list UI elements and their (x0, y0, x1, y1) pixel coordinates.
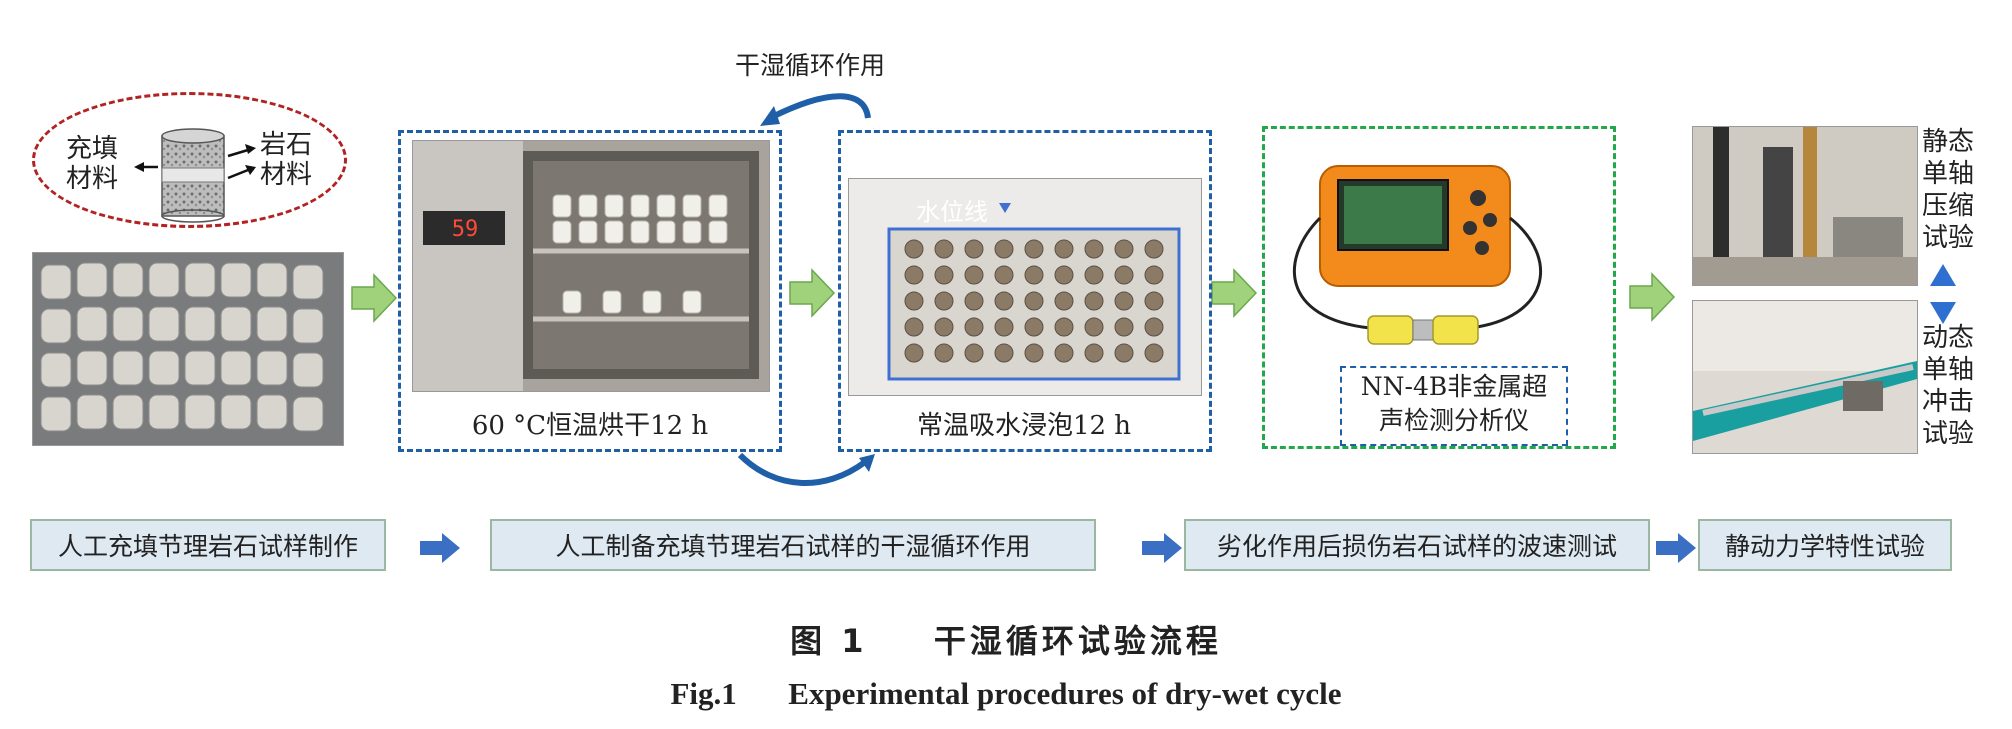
figure-caption-cn: 图 1 干湿循环试验流程 (0, 616, 2012, 662)
ultrasonic-caption-box (1340, 366, 1568, 446)
figure-number-cn: 图 1 (790, 622, 868, 660)
soak-caption: 常温吸水浸泡12 h (916, 411, 1132, 441)
figure-title-cn: 干湿循环试验流程 (933, 622, 1222, 660)
flow-arrow-3 (1211, 268, 1258, 318)
water-line-label: 水位线 (916, 198, 988, 226)
ultrasonic-dashed-box (1262, 126, 1616, 449)
flow-arrow-2 (789, 268, 836, 318)
materials-ellipse (32, 92, 347, 228)
oven-caption: 60 °C恒温烘干12 h (471, 411, 709, 441)
oven-display-reading: 59 (452, 217, 479, 242)
loop-arrow-bottom (737, 452, 875, 486)
loop-arrow-top (760, 93, 871, 126)
dynamic-test-label: 动态 单轴 冲击 试验 (1922, 323, 1975, 449)
dynamic-test-photo (1692, 300, 1918, 454)
flow-arrow-4 (1629, 272, 1676, 322)
specimen-cylinder-icon (161, 128, 225, 223)
bidirectional-arrow (1930, 264, 1956, 324)
filler-material-label: 充填 材料 (66, 134, 119, 194)
flow-arrow-1 (351, 273, 398, 323)
step-arrow-2 (1142, 533, 1182, 563)
specimens-photo (32, 252, 344, 446)
oven-dashed-box (398, 130, 782, 452)
step-2-box: 人工制备充填节理岩石试样的干湿循环作用 (490, 519, 1096, 571)
ultrasonic-device-illustration (1292, 165, 1543, 345)
material-arrows (134, 144, 256, 180)
step-arrow-3 (1656, 533, 1696, 563)
soak-dashed-box (838, 130, 1212, 452)
ultrasonic-caption: NN-4B非金属超 声检测分析仪 (1360, 372, 1548, 435)
step-4-box: 静动力学特性试验 (1698, 519, 1952, 571)
static-test-label: 静态 单轴 压缩 试验 (1922, 127, 1975, 253)
figure-title-en: Experimental procedures of dry-wet cycle (788, 676, 1342, 711)
figure-number-en: Fig.1 (670, 676, 737, 711)
step-arrow-1 (420, 533, 460, 563)
loop-label: 干湿循环作用 (735, 51, 886, 80)
figure-caption-en: Fig.1 Experimental procedures of dry-wet… (0, 676, 2012, 712)
soak-photo (848, 178, 1202, 396)
oven-photo: 59 (412, 140, 770, 392)
step-3-box: 劣化作用后损伤岩石试样的波速测试 (1184, 519, 1650, 571)
step-1-box: 人工充填节理岩石试样制作 (30, 519, 386, 571)
rock-material-label: 岩石 材料 (260, 130, 313, 190)
static-test-photo (1692, 126, 1918, 286)
